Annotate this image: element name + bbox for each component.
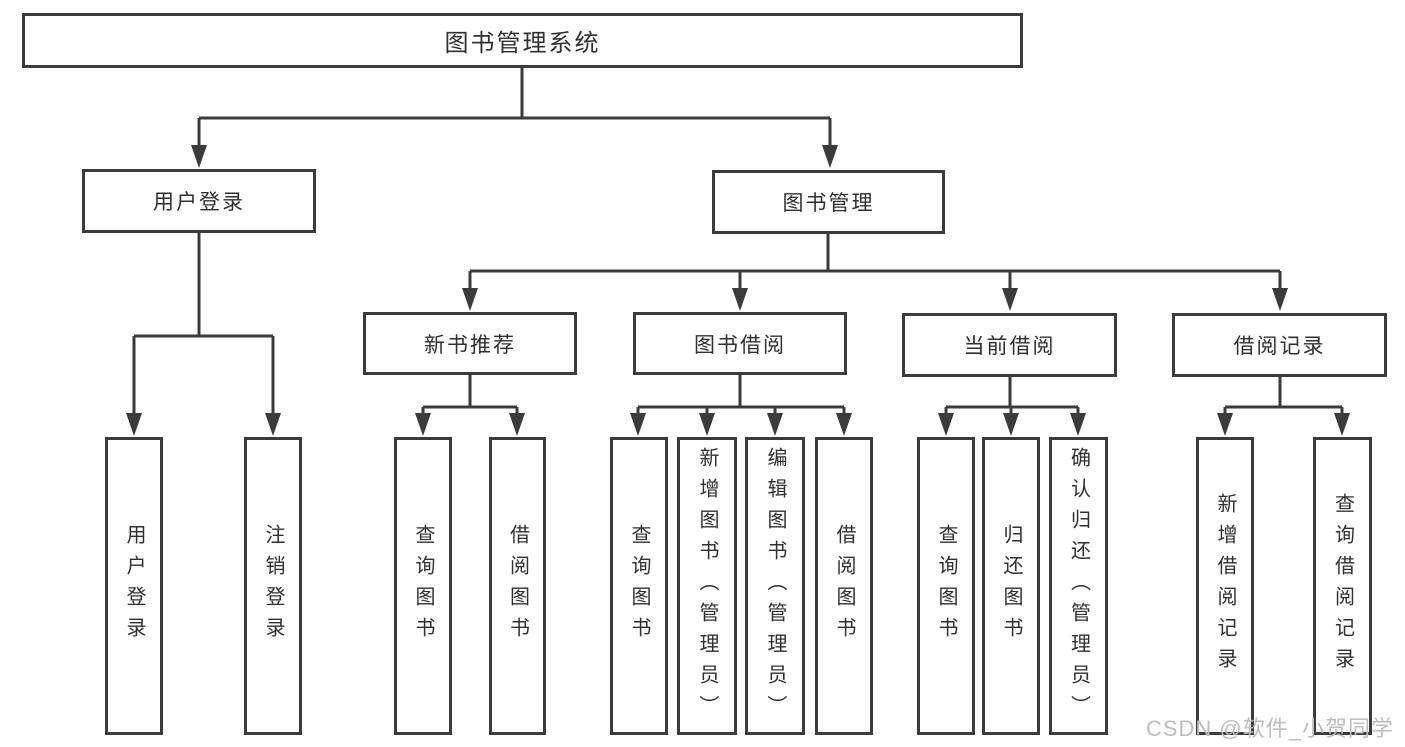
node-new-book-recommend: 新书推荐 [363, 312, 577, 375]
node-label: 当前借阅 [963, 335, 1056, 358]
branch-user-login [132, 233, 275, 416]
node-library-management-system: 图书管理系统 [22, 13, 1023, 68]
node-label: 查询借阅记录 [1331, 493, 1354, 679]
leaf-edit-books-admin: 编辑图书（管理员） [745, 437, 805, 735]
node-label: 查询图书 [935, 524, 957, 648]
leaf-query-books-current: 查询图书 [917, 437, 975, 735]
leaf-borrow-books: 借阅图书 [815, 437, 873, 735]
node-label: 查询图书 [628, 524, 650, 648]
node-label: 查询图书 [412, 524, 434, 648]
arrowheads-root-branch [191, 145, 838, 168]
node-label: 用户登录 [123, 524, 145, 648]
branch-current-borrow [944, 377, 1080, 416]
arrowheads-user-login-branch [126, 413, 281, 436]
node-label: 图书管理系统 [444, 30, 601, 57]
node-book-borrow: 图书借阅 [633, 312, 847, 375]
node-borrow-records: 借阅记录 [1172, 313, 1387, 377]
leaf-return-books: 归还图书 [982, 437, 1040, 735]
branch-book-borrow [636, 375, 846, 416]
leaf-query-borrow-record: 查询借阅记录 [1313, 437, 1372, 735]
arrowheads-book-borrow-branch [630, 413, 852, 436]
branch-root [197, 68, 832, 148]
leaf-query-books-borrow: 查询图书 [610, 437, 668, 735]
arrowheads-borrow-records-branch [1217, 413, 1350, 436]
leaf-query-books-recommend: 查询图书 [394, 437, 452, 735]
node-label: 借阅图书 [506, 524, 529, 648]
node-label: 编辑图书（管理员） [764, 446, 786, 726]
leaf-logout: 注销登录 [244, 437, 302, 735]
arrowheads-current-borrow-branch [938, 413, 1086, 436]
node-label: 注销登录 [262, 524, 284, 648]
branch-borrow-records [1223, 377, 1344, 416]
branch-new-book-recommend [421, 375, 519, 416]
node-label: 归还图书 [1000, 524, 1022, 648]
branch-book-management [468, 234, 1282, 291]
node-label: 确认归还（管理员） [1067, 446, 1090, 726]
leaf-borrow-books-recommend: 借阅图书 [489, 437, 546, 735]
node-label: 用户登录 [153, 191, 245, 214]
node-current-borrow: 当前借阅 [902, 313, 1117, 377]
node-label: 新书推荐 [424, 333, 516, 357]
arrowheads-book-management-branch [462, 288, 1288, 311]
node-label: 借阅图书 [833, 524, 855, 648]
arrowheads-new-book-recommend-branch [415, 413, 525, 436]
node-user-login: 用户登录 [82, 169, 316, 233]
node-label: 图书借阅 [694, 333, 786, 357]
node-label: 图书管理 [782, 192, 875, 215]
leaf-add-books-admin: 新增图书（管理员） [677, 437, 737, 735]
leaf-user-login: 用户登录 [105, 437, 163, 735]
node-label: 借阅记录 [1233, 335, 1326, 358]
node-book-management: 图书管理 [712, 170, 945, 234]
leaf-confirm-return-admin: 确认归还（管理员） [1049, 437, 1108, 735]
node-label: 新增图书（管理员） [696, 446, 718, 726]
csdn-watermark: CSDN @软件_小贺同学 [1145, 716, 1394, 741]
leaf-add-borrow-record: 新增借阅记录 [1196, 437, 1254, 735]
node-label: 新增借阅记录 [1214, 493, 1236, 679]
